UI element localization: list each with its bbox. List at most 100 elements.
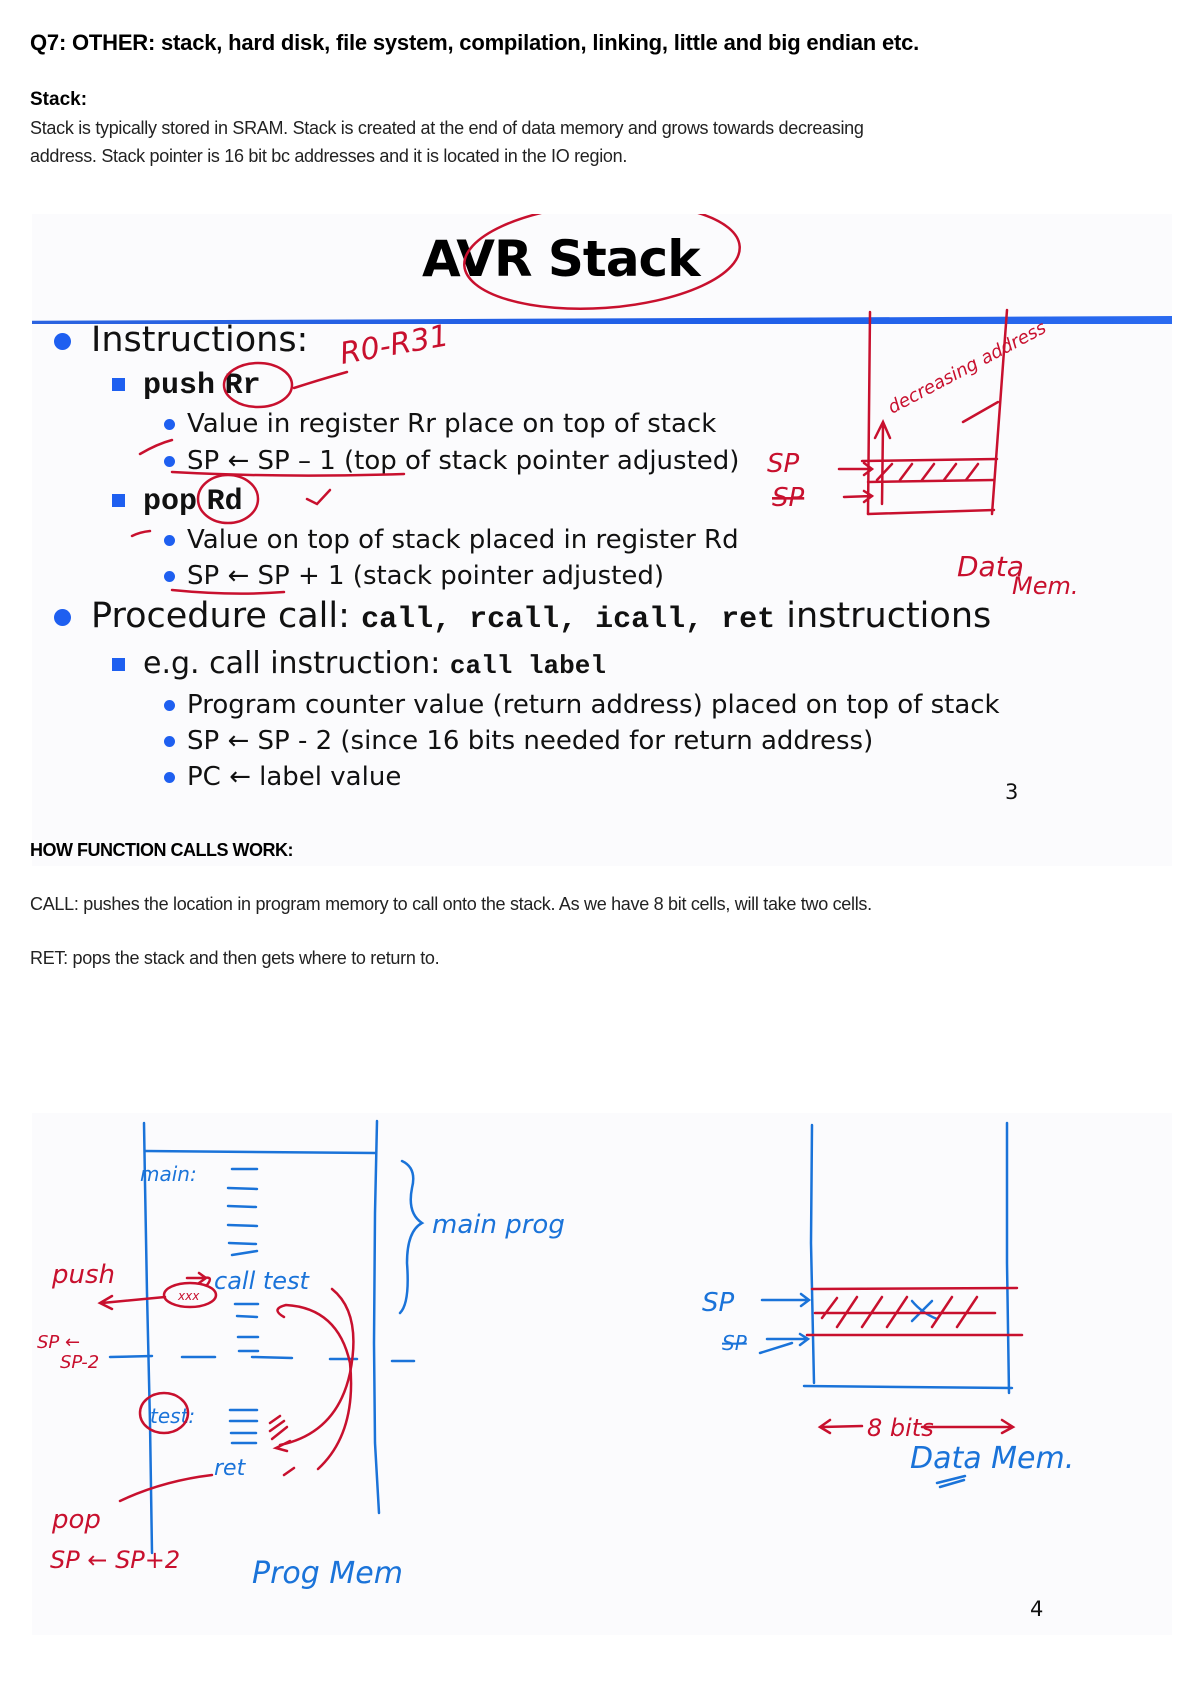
call-test-label: call test — [214, 1267, 311, 1295]
bullet-pop-sub2: SP ← SP + 1 (stack pointer adjusted) — [164, 561, 664, 591]
bullet-text: SP ← SP – 1 (top of stack pointer adjust… — [187, 446, 740, 476]
data-mem-label-1: Data — [957, 550, 1024, 583]
after-call-lines — [233, 1302, 260, 1353]
bullet-text: e.g. call instruction: — [143, 646, 441, 681]
data-mem-box-left — [866, 310, 872, 516]
bullet-call-sub3: PC ← label value — [164, 762, 401, 792]
main-prog-brace — [398, 1159, 425, 1315]
bullet-square-icon — [112, 494, 125, 507]
call-paragraph: CALL: pushes the location in program mem… — [30, 894, 872, 914]
tick-marks-test — [268, 1414, 289, 1441]
xxx-label: xxx — [177, 1289, 200, 1303]
sp-cell-top — [860, 457, 999, 463]
circle-rd — [196, 473, 260, 525]
hatch-marks — [875, 462, 980, 482]
bullet-dot-icon — [164, 700, 175, 711]
prog-mem-label: Prog Mem — [252, 1556, 403, 1591]
main-prog-label: main prog — [432, 1210, 565, 1240]
arrow-decreasing — [961, 400, 1000, 424]
ret-label: ret — [214, 1456, 247, 1481]
sp-label-blue: SP — [702, 1288, 735, 1318]
eight-bits-right-arrow — [920, 1418, 1016, 1435]
bullet-push-sub1: Value in register Rr place on top of sta… — [164, 409, 716, 439]
bullet-dot-icon — [164, 456, 175, 467]
title-divider — [32, 316, 1172, 324]
function-calls-heading: HOW FUNCTION CALLS WORK: — [30, 840, 293, 860]
circle-xxx — [162, 1281, 218, 1309]
tick-ret — [282, 1466, 296, 1477]
sp-plus-label: SP ← SP+2 — [50, 1546, 180, 1574]
sp-old-label: SP — [772, 483, 805, 513]
main-code-lines — [226, 1167, 259, 1257]
slide-page-number: 4 — [1030, 1597, 1044, 1621]
bullet-instructions: Instructions: — [54, 320, 308, 360]
bullet-push-sub2: SP ← SP – 1 (top of stack pointer adjust… — [164, 446, 739, 476]
stack-paragraph-line-1: Stack is typically stored in SRAM. Stack… — [30, 118, 864, 138]
stack-cell-top — [810, 1286, 1019, 1291]
slide3-annotations: R0-R31 SP SP decreasing address Data Mem… — [130, 214, 1078, 600]
arrow-sp-old — [842, 489, 875, 504]
stack-heading: Stack: — [30, 89, 88, 110]
bullet-procedure-call: Procedure call: call, rcall, icall, ret … — [54, 596, 991, 637]
pop-op: pop — [143, 485, 198, 519]
bullet-text: SP ← SP - 2 (since 16 bits needed for re… — [187, 726, 874, 756]
eight-bits-label: 8 bits — [867, 1414, 934, 1442]
main-label: main: — [140, 1162, 197, 1186]
blue-handwriting: main: call test test: ret main prog Prog… — [140, 1162, 1074, 1591]
bullet-pop: pop Rd — [112, 482, 243, 519]
decreasing-address-label: decreasing address — [884, 317, 1049, 418]
prog-mem-top-line — [143, 1149, 377, 1155]
data-mem-right-wall — [1005, 1121, 1011, 1395]
bullet-text: Value on top of stack placed in register… — [187, 525, 739, 555]
bullet-text: Program counter value (return address) p… — [187, 690, 1000, 720]
slide-avr-stack: AVR Stack Instructions: push Rr Value in… — [32, 214, 1172, 866]
bullet-pop-sub1: Value on top of stack placed in register… — [164, 525, 739, 555]
circle-rr — [222, 361, 294, 409]
data-mem-box-bottom — [866, 508, 996, 516]
bullet-dot-icon — [54, 332, 71, 350]
circle-stack-title — [463, 214, 741, 311]
bullet-text: Value in register Rr place on top of sta… — [187, 409, 717, 439]
bullet-text: PC ← label value — [187, 762, 402, 792]
sp-minus-label-b: SP-2 — [60, 1352, 99, 1373]
test-code-lines — [32, 1113, 232, 1329]
arrow-sp — [837, 461, 875, 477]
circle-test — [138, 1391, 190, 1435]
ret-paragraph: RET: pops the stack and then gets where … — [30, 948, 440, 968]
sp-minus-label-a: SP ← — [37, 1332, 80, 1353]
pop-label: pop — [51, 1505, 101, 1535]
pop-arg: Rd — [206, 485, 243, 519]
underline-sp-plus — [170, 588, 286, 595]
bullet-square-icon — [112, 378, 125, 391]
push-label: push — [51, 1260, 115, 1290]
document-title: Q7: OTHER: stack, hard disk, file system… — [30, 30, 920, 55]
bullet-text: SP ← SP + 1 (stack pointer adjusted) — [187, 561, 665, 591]
push-op: push — [143, 369, 216, 403]
dataslot-scribble — [910, 1299, 939, 1323]
test-body-lines — [228, 1408, 259, 1445]
up-arrow — [873, 419, 892, 506]
procedure-ops: call, rcall, icall, ret — [361, 603, 776, 637]
register-range-label: R0-R31 — [337, 318, 451, 372]
bullet-dot-icon — [164, 535, 175, 546]
pop-line — [118, 1473, 214, 1503]
sp-label: SP — [767, 449, 800, 479]
bullet-dot-icon — [54, 608, 71, 626]
red-handwriting: push SP ← SP-2 xxx pop SP ← SP+2 8 bits — [37, 1260, 934, 1574]
bullet-text: Instructions: — [91, 320, 309, 360]
bullet-text: instructions — [786, 596, 992, 636]
bullet-call-sub2: SP ← SP - 2 (since 16 bits needed for re… — [164, 726, 873, 756]
arrow-sp-old-blue — [758, 1332, 811, 1355]
underline-sp-minus — [170, 470, 406, 477]
slide-page-number: 3 — [1005, 780, 1019, 804]
prog-mem-right-wall — [372, 1119, 381, 1515]
tick-pop — [130, 529, 152, 538]
sp-cell-bottom — [866, 478, 996, 484]
check-mark-1 — [305, 488, 332, 506]
slide-function-calls-diagram: main: call test test: ret main prog Prog… — [32, 1113, 1172, 1635]
bullet-dot-icon — [164, 772, 175, 783]
data-mem-label-2: Mem. — [1012, 572, 1078, 600]
arrow-to-call — [185, 1271, 212, 1287]
data-mem-bottom — [802, 1384, 1014, 1390]
data-mem-label: Data Mem. — [910, 1441, 1074, 1476]
